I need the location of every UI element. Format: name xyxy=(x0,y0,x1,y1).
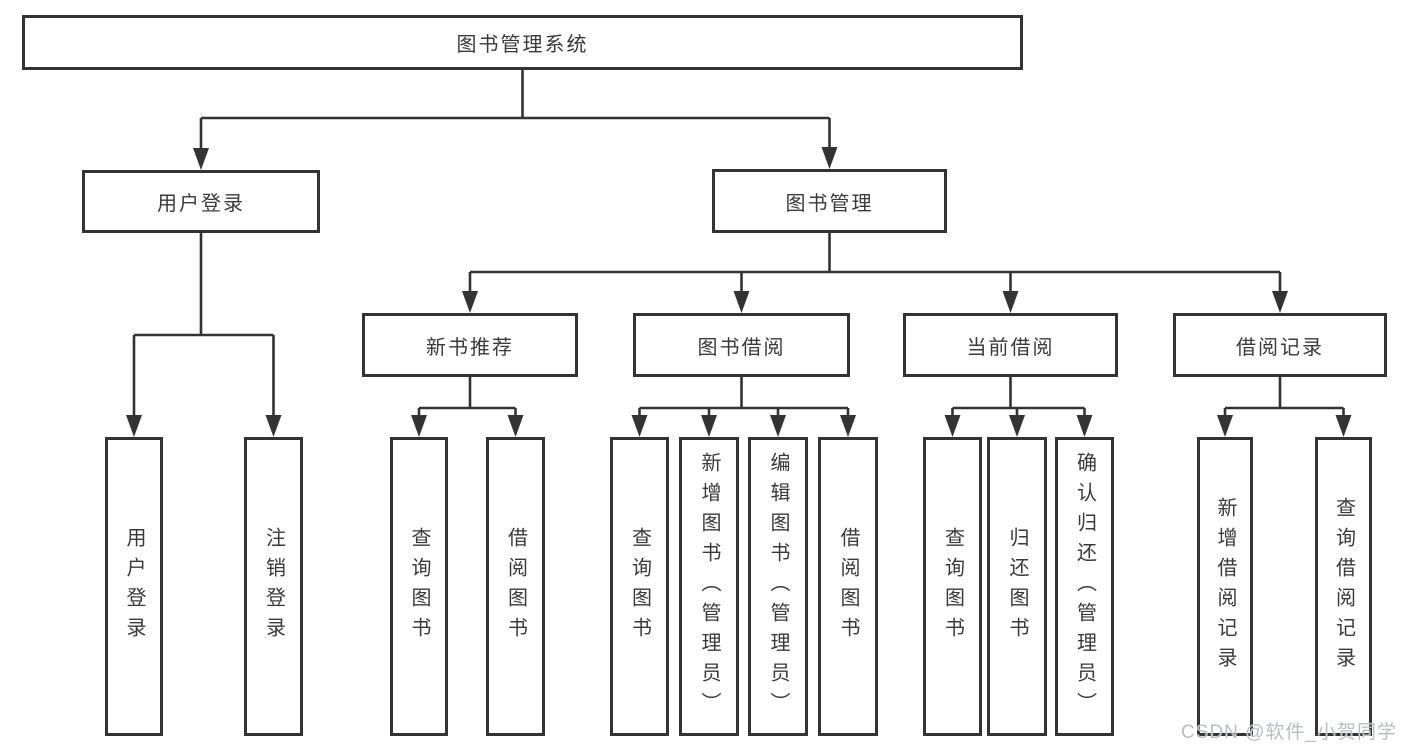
node-book-borrowing: 图书借阅 xyxy=(633,313,850,377)
connector-root-to-level2 xyxy=(199,69,831,151)
leaf-logout: 注销登录 xyxy=(244,437,303,736)
leaf-query-books-current: 查询图书 xyxy=(923,437,982,736)
connector-userlogin-to-leaves xyxy=(132,233,275,418)
leaf-add-book-admin: 新增图书（管理员） xyxy=(679,437,739,736)
csdn-watermark: CSDN @软件_小贺同学 xyxy=(1181,722,1397,743)
leaf-user-login: 用户登录 xyxy=(105,437,163,736)
leaf-query-books-borrowing: 查询图书 xyxy=(610,437,669,736)
node-user-login: 用户登录 xyxy=(82,170,320,233)
leaf-add-borrow-record: 新增借阅记录 xyxy=(1197,437,1253,736)
node-current-borrowing: 当前借阅 xyxy=(903,313,1118,377)
connector-newbook-to-leaves xyxy=(417,377,517,418)
node-book-management: 图书管理 xyxy=(712,169,947,233)
leaf-query-borrow-record: 查询借阅记录 xyxy=(1315,437,1372,736)
leaf-borrow-books-recommend: 借阅图书 xyxy=(486,437,545,736)
connector-borrowrecord-to-leaves xyxy=(1223,377,1345,418)
leaf-confirm-return-admin: 确认归还（管理员） xyxy=(1055,437,1114,736)
arrowheads xyxy=(126,147,1352,437)
leaf-return-books: 归还图书 xyxy=(987,437,1047,736)
leaf-query-books-recommend: 查询图书 xyxy=(390,437,448,736)
leaf-borrow-books-borrowing: 借阅图书 xyxy=(818,437,878,736)
connector-bookmgmt-to-level3 xyxy=(468,233,1282,294)
node-borrowing-records: 借阅记录 xyxy=(1173,313,1387,377)
node-root-library-system: 图书管理系统 xyxy=(22,15,1023,70)
node-new-book-recommendation: 新书推荐 xyxy=(362,313,578,377)
connector-currentborrow-to-leaves xyxy=(951,377,1086,418)
connector-bookborrow-to-leaves xyxy=(638,377,850,418)
leaf-edit-book-admin: 编辑图书（管理员） xyxy=(748,437,808,736)
